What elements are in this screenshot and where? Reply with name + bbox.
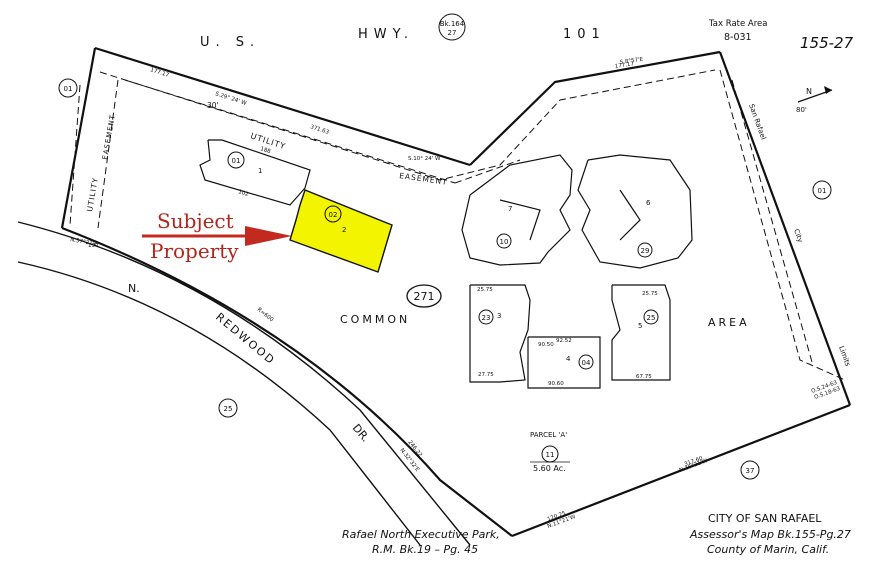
city-line-3: County of Marin, Calif. [707,543,829,556]
parcel-boundary [60,46,852,538]
circle-2: 01 [227,151,245,169]
svg-text:27.75: 27.75 [478,372,494,378]
svg-text:6: 6 [646,199,651,207]
redwood-drive-edges [17,221,471,546]
svg-text:23: 23 [482,314,491,322]
svg-text:25: 25 [647,314,656,322]
svg-text:02: 02 [329,211,338,219]
svg-text:371.63: 371.63 [309,124,330,136]
svg-text:102: 102 [237,189,249,198]
subject-label-1: Subject [157,209,234,233]
book-badge: Bk.164 27 [438,13,466,41]
svg-text:177.17: 177.17 [614,61,634,70]
parcel-a-acres: 5.60 Ac. [533,464,566,473]
bottom-left-1: Rafael North Executive Park, [342,528,500,541]
svg-text:30': 30' [207,101,219,110]
utility-left: UTILITY [85,176,100,212]
tax-rate-value: 8-031 [724,32,752,43]
svg-text:130: 130 [88,243,99,249]
subject-parcel[interactable] [289,189,393,273]
parcel-271-badge: 271 [406,284,442,308]
circle-1: 01 [58,78,78,98]
circle-6: 29 [637,242,653,258]
svg-text:25.75: 25.75 [642,291,658,297]
svg-text:7: 7 [508,205,512,213]
svg-text:R=600: R=600 [256,307,275,324]
svg-text:01: 01 [64,85,73,93]
svg-text:25: 25 [224,405,233,413]
route-number: 101 [563,27,606,42]
circle-10: 25 [218,398,238,418]
svg-text:01: 01 [232,157,241,165]
svg-text:10: 10 [500,238,509,246]
subject-label-2: Property [150,239,239,263]
circle-3: 01 [812,180,832,200]
parcel-a-label: PARCEL 'A' [530,431,567,439]
us-label: U. S. [200,35,260,50]
circle-11: 11 [541,445,559,463]
circled-numbers: 01 01 01 02 10 29 23 25 04 25 11 37 271 … [58,13,832,480]
bottom-left-2: R.M. Bk.19 – Pg. 45 [372,543,478,556]
svg-text:5: 5 [638,322,642,330]
svg-text:90.60: 90.60 [548,381,564,387]
circle-7: 23 [478,309,494,325]
svg-text:N.57°21'E: N.57°21'E [70,237,99,248]
subject-arrow [142,226,292,246]
easement-lines [69,69,846,381]
limits-right: Limits [837,345,852,368]
svg-text:177.17: 177.17 [149,67,170,79]
dimension-labels: 30' 177.17 371.63 S.10° 24' W 177.17 S.2… [70,57,842,530]
svg-text:271: 271 [414,290,435,303]
city-right: City [792,228,804,244]
road-dr: DR. [350,422,372,445]
svg-text:188: 188 [259,146,271,155]
svg-text:2: 2 [342,226,346,234]
circle-8: 25 [643,309,659,325]
svg-text:67.75: 67.75 [636,374,652,380]
easement-left: EASEMENT [101,114,117,161]
city-line-2: Assessor's Map Bk.155-Pg.27 [689,528,851,541]
circle-5: 10 [496,233,512,249]
circle-9: 04 [578,354,594,370]
svg-text:37: 37 [746,467,755,475]
north-arrow: N [797,86,833,103]
hwy-label: HWY. [358,27,414,42]
svg-text:11: 11 [546,451,555,459]
svg-text:Bk.164: Bk.164 [440,20,465,28]
area-label: AREA [708,316,750,329]
circle-4: 02 [324,205,342,223]
svg-text:27: 27 [448,29,457,37]
svg-text:80': 80' [796,106,807,114]
svg-text:92.52: 92.52 [556,338,572,344]
svg-text:29: 29 [641,247,650,255]
easement-label: EASEMENT [399,171,449,187]
svg-text:4: 4 [566,355,571,363]
svg-text:90.50: 90.50 [538,342,554,348]
building-outlines [199,139,693,389]
circle-12: 37 [740,460,760,480]
map-number: 155-27 [800,34,854,52]
svg-text:1: 1 [258,167,262,175]
svg-text:01: 01 [818,187,827,195]
city-line-1: CITY OF SAN RAFAEL [708,512,822,525]
svg-text:N: N [806,87,812,96]
common-label: COMMON [340,313,410,326]
svg-text:04: 04 [582,359,591,367]
svg-text:25.75: 25.75 [477,287,493,293]
svg-text:S.10° 24' W: S.10° 24' W [408,156,441,162]
svg-text:3: 3 [497,312,501,320]
road-n: N. [128,282,140,295]
tax-rate-label: Tax Rate Area [708,19,767,29]
svg-text:S.8°57'E: S.8°57'E [619,57,644,66]
